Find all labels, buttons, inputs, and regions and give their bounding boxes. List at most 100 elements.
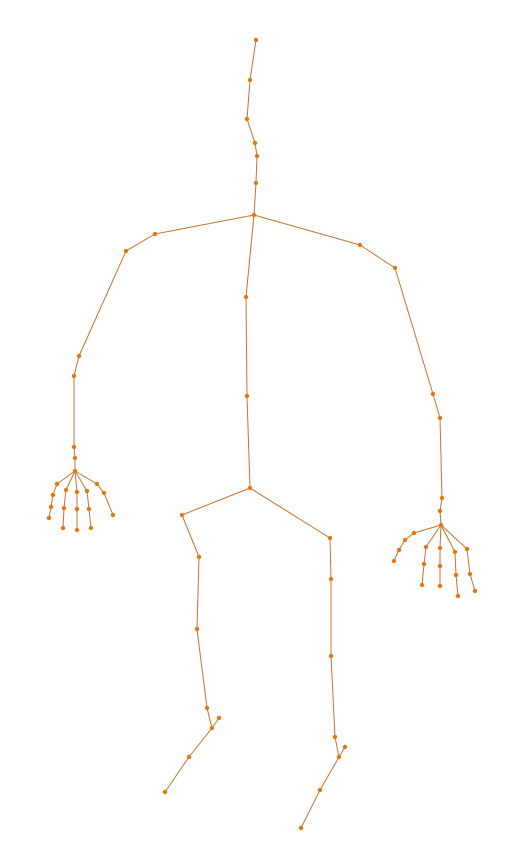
joint-lr1: [84, 488, 90, 494]
bone-lank-lank2: [206, 707, 213, 729]
joint-lwr: [71, 444, 77, 450]
bone-ri2-ri3: [421, 563, 425, 586]
joint-lm1: [74, 489, 80, 495]
bone-rr2-rr3: [455, 574, 459, 597]
bone-rpalm-ri1: [425, 524, 442, 548]
joint-ri1: [423, 544, 429, 550]
bone-rsh-rsho: [359, 244, 396, 269]
joint-rt3: [396, 547, 402, 553]
bone-rpalm-rm1: [439, 524, 442, 549]
bone-li1-li2: [63, 489, 67, 509]
bone-rwr2-rpalm: [439, 510, 442, 526]
joint-rball: [317, 787, 323, 793]
bone-lank2-lball: [188, 727, 213, 758]
joint-ri3: [419, 582, 425, 588]
joint-rsh: [357, 242, 363, 248]
joint-rp2: [467, 571, 473, 577]
joint-li1: [63, 487, 69, 493]
joint-lank2: [209, 725, 215, 731]
joint-lel2: [71, 373, 77, 379]
joint-sp2: [244, 393, 250, 399]
bone-rkn-rank: [330, 655, 336, 738]
joint-rkn: [328, 653, 334, 659]
joint-lwr2: [72, 455, 78, 461]
joint-rm3: [437, 583, 443, 589]
joint-lt4: [46, 515, 52, 521]
joint-lt3: [48, 504, 54, 510]
bone-lhip-lkn0: [181, 514, 200, 558]
joint-rp3: [472, 588, 478, 594]
joint-rt1: [411, 530, 417, 536]
joint-rpalm: [438, 522, 444, 528]
joint-lpalm: [72, 468, 78, 474]
bone-head-h1: [249, 39, 257, 81]
joint-head: [253, 37, 259, 43]
joint-lp1: [94, 481, 100, 487]
bone-lpalm-lr1: [74, 470, 88, 492]
joint-lball: [186, 754, 192, 760]
bone-sp1-sp2: [245, 296, 248, 397]
bones-layer: [48, 39, 476, 829]
joint-pelvis: [247, 485, 253, 491]
joint-lhip: [179, 512, 185, 518]
bone-lpalm-lp1: [74, 470, 98, 485]
bone-lel-lel2: [73, 355, 80, 377]
joint-rank: [332, 734, 338, 740]
joint-rr3: [455, 593, 461, 599]
joint-lt1: [54, 481, 60, 487]
bone-pelvis-rhip: [249, 487, 331, 539]
joint-rt4: [391, 558, 397, 564]
joint-lm2: [74, 506, 80, 512]
joint-rwr2: [437, 508, 443, 514]
bone-neck-sp1: [245, 214, 255, 298]
joint-rwr: [439, 495, 445, 501]
joint-h1: [247, 77, 253, 83]
joint-lt2: [50, 492, 56, 498]
bone-rsho-rel: [394, 267, 434, 395]
joint-lsh: [152, 231, 158, 237]
joint-sp1: [243, 294, 249, 300]
joint-lr2: [86, 506, 92, 512]
bone-n3-neck: [253, 182, 257, 216]
bone-lball-ltoe: [164, 756, 190, 793]
bone-n2-n3: [255, 155, 258, 184]
joint-lel: [76, 353, 82, 359]
bone-lsho-lel: [78, 250, 127, 357]
joint-rsho: [392, 265, 398, 271]
joint-lm3: [74, 527, 80, 533]
joint-h2: [244, 116, 250, 122]
joint-rt2: [402, 537, 408, 543]
bone-neck-rsh: [253, 214, 361, 246]
joint-lp2: [101, 490, 107, 496]
joint-rank2: [336, 754, 342, 760]
bone-rank2-rball: [319, 756, 340, 791]
joint-rel: [430, 391, 436, 397]
bone-h2-n1: [246, 118, 256, 144]
bone-h1-h2: [246, 79, 251, 120]
bone-pelvis-lhip: [181, 487, 251, 516]
bone-lpalm-lt1: [56, 470, 76, 485]
joint-lkn: [194, 626, 200, 632]
joint-lank: [204, 705, 210, 711]
bone-ri1-ri2: [423, 546, 427, 565]
joint-li3: [60, 525, 66, 531]
joint-rel2: [437, 415, 443, 421]
joint-lsho: [123, 248, 129, 254]
bone-rank-rank2: [334, 736, 340, 758]
bone-rr1-rr2: [454, 551, 457, 576]
bone-lpalm-lm1: [74, 470, 78, 493]
bone-neck-lsh: [154, 214, 255, 235]
bone-lpalm-li1: [65, 470, 76, 491]
joint-neck: [251, 212, 257, 218]
bone-rhip-rkn0: [329, 537, 332, 580]
joint-rheel: [342, 744, 348, 750]
joint-rr2: [453, 572, 459, 578]
bone-rel-rel2: [432, 393, 441, 419]
bone-rel2-rwr: [439, 417, 443, 499]
joint-rkn0: [328, 576, 334, 582]
bone-lr1-lr2: [86, 490, 90, 510]
joint-rhip: [327, 535, 333, 541]
bone-rpalm-rp1: [440, 524, 468, 550]
bone-rp2-rp3: [469, 573, 476, 592]
